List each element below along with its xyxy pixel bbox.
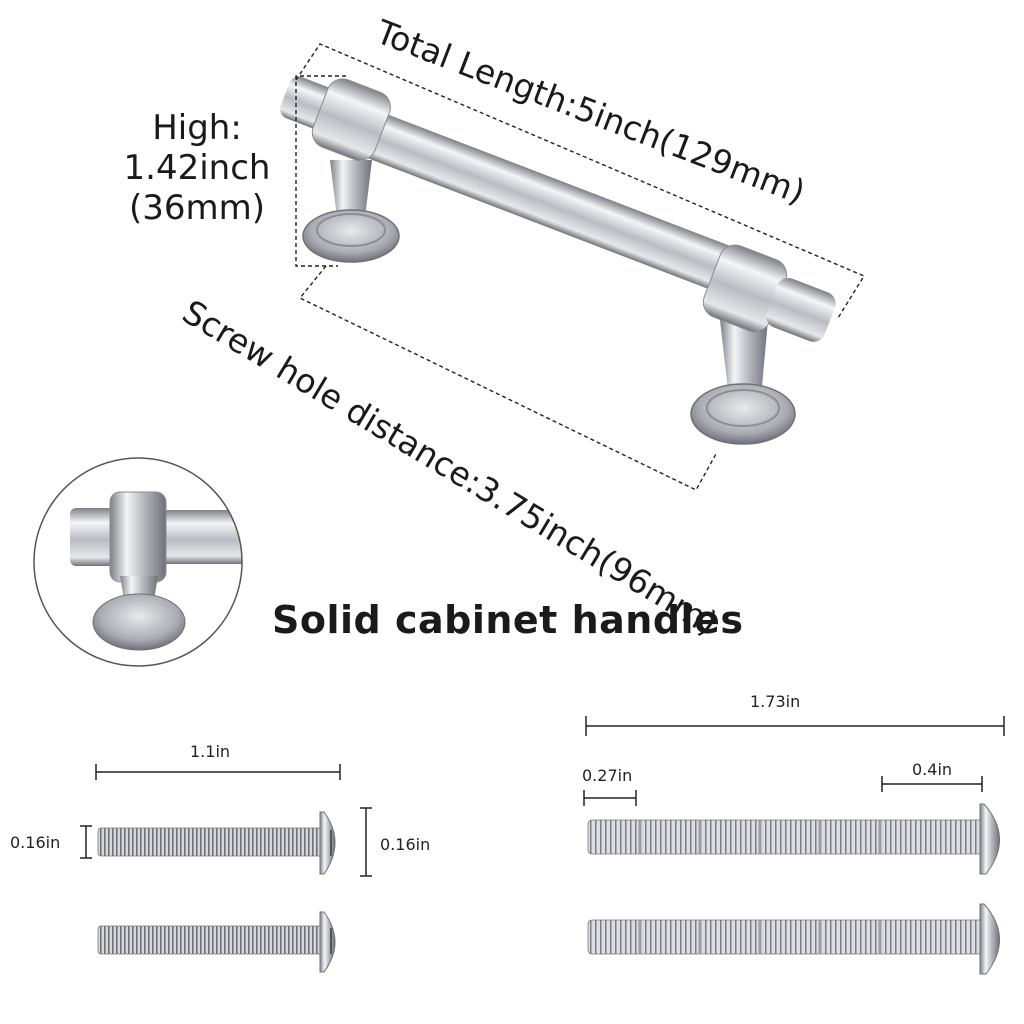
product-title: Solid cabinet handles — [272, 598, 744, 642]
long-screw-2 — [587, 903, 1000, 975]
short-screw-2 — [97, 911, 336, 973]
long-screw-head-label: 0.4in — [912, 760, 953, 779]
short-screw-length-label: 1.1in — [190, 742, 231, 761]
height-label-line1: High: — [152, 108, 242, 148]
height-outline — [295, 75, 346, 267]
short-screw-diameter-right-label: 0.16in — [380, 835, 431, 854]
short-screw-diameter-left-label: 0.16in — [10, 833, 61, 852]
total-length-outline — [295, 43, 866, 319]
cabinet-handle — [280, 76, 836, 445]
left-collar — [311, 78, 391, 161]
handle-bar — [324, 98, 747, 296]
long-screw-length-label: 1.73in — [750, 692, 801, 711]
long-screws — [583, 716, 1005, 975]
detail-circle-border — [33, 457, 243, 667]
height-label: High: 1.42inch (36mm) — [112, 108, 282, 228]
right-base — [690, 383, 796, 445]
left-base — [302, 209, 400, 263]
dimension-lines — [295, 43, 866, 491]
height-label-line3: (36mm) — [128, 188, 266, 228]
screw-hole-outline — [298, 265, 717, 491]
right-end-cap — [766, 277, 836, 342]
height-label-line2: 1.42inch — [123, 148, 271, 188]
short-screw-1 — [97, 811, 336, 875]
detail-zoom — [33, 457, 243, 667]
detail-collar — [109, 491, 167, 583]
left-post — [330, 160, 372, 226]
long-screw-segment-label: 0.27in — [582, 766, 633, 785]
long-screw-1 — [587, 803, 1000, 875]
detail-base — [92, 593, 186, 651]
short-screws — [80, 764, 372, 973]
